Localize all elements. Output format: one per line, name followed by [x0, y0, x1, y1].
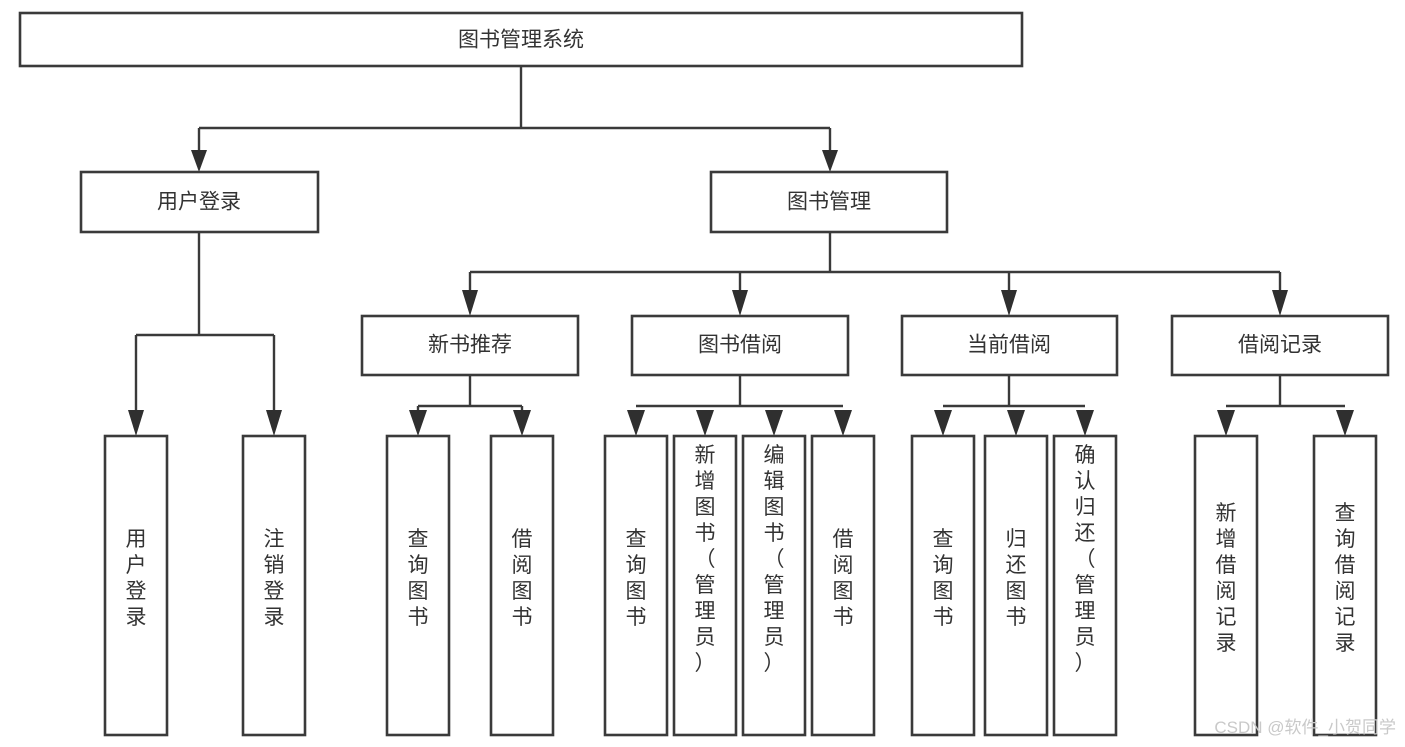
leaf-new-book-query-box[interactable]	[385, 434, 451, 737]
leaf-borrow-record-add-label: 新增借阅记录	[1216, 502, 1237, 655]
node-book-borrow[interactable]: 图书借阅	[630, 314, 850, 377]
arrow-current-borrow-leaf1	[934, 410, 952, 436]
leaf-new-book-query-label: 查询图书	[408, 528, 429, 629]
leaf-current-borrow-confirm-box[interactable]	[1052, 434, 1118, 737]
node-borrow-record-label: 借阅记录	[1238, 334, 1322, 357]
node-current-borrow[interactable]: 当前借阅	[900, 314, 1119, 377]
leaf-user-login-login-label: 用户登录	[126, 528, 147, 629]
arrow-root-to-user-login	[191, 150, 207, 172]
leaf-new-book-borrow-label: 借阅图书	[512, 528, 533, 629]
arrow-bm-to-borrow-record	[1272, 290, 1288, 316]
node-new-book-recommend[interactable]: 新书推荐	[360, 314, 580, 377]
leaf-current-borrow-query[interactable]: 查询图书	[910, 434, 976, 737]
leaf-user-login-logout-box[interactable]	[241, 434, 307, 737]
arrow-book-borrow-leaf1	[627, 410, 645, 436]
leaf-borrow-record-add-box[interactable]	[1193, 434, 1259, 737]
node-current-borrow-box[interactable]	[900, 314, 1119, 377]
leaf-book-borrow-borrow-box[interactable]	[810, 434, 876, 737]
node-borrow-record-box[interactable]	[1170, 314, 1390, 377]
node-new-book-recommend-label: 新书推荐	[428, 334, 512, 357]
arrow-book-borrow-leaf4	[834, 410, 852, 436]
arrow-user-login-leaf1	[128, 410, 144, 436]
arrow-bm-to-new-book	[462, 290, 478, 316]
node-user-login-box[interactable]	[79, 170, 320, 234]
csdn-watermark: CSDN @软件_小贺同学	[1214, 718, 1396, 737]
leaf-current-borrow-confirm[interactable]: 确认归还（管理员）	[1052, 434, 1118, 737]
arrow-bm-to-book-borrow	[732, 290, 748, 316]
leaf-book-borrow-query-label: 查询图书	[626, 528, 647, 629]
arrow-bm-to-current-borrow	[1001, 290, 1017, 316]
leaf-book-borrow-add[interactable]: 新增图书（管理员）	[672, 434, 738, 737]
arrow-book-borrow-leaf3	[765, 410, 783, 436]
leaf-current-borrow-query-label: 查询图书	[933, 528, 954, 629]
arrow-new-book-leaf1	[409, 410, 427, 436]
leaf-borrow-record-add[interactable]: 新增借阅记录	[1193, 434, 1259, 737]
arrow-current-borrow-leaf2	[1007, 410, 1025, 436]
arrow-book-borrow-leaf2	[696, 410, 714, 436]
leaf-borrow-record-query-box[interactable]	[1312, 434, 1378, 737]
leaf-borrow-record-query-label: 查询借阅记录	[1335, 502, 1356, 655]
leaf-current-borrow-query-box[interactable]	[910, 434, 976, 737]
node-user-login[interactable]: 用户登录	[79, 170, 320, 234]
leaf-book-borrow-add-box[interactable]	[672, 434, 738, 737]
leaf-current-borrow-return[interactable]: 归还图书	[983, 434, 1049, 737]
arrow-borrow-record-leaf1	[1217, 410, 1235, 436]
leaf-book-borrow-borrow[interactable]: 借阅图书	[810, 434, 876, 737]
node-book-borrow-label: 图书借阅	[698, 334, 782, 357]
leaf-current-borrow-return-box[interactable]	[983, 434, 1049, 737]
arrow-current-borrow-leaf3	[1076, 410, 1094, 436]
node-root-system[interactable]: 图书管理系统	[18, 11, 1024, 68]
node-book-borrow-box[interactable]	[630, 314, 850, 377]
node-borrow-record[interactable]: 借阅记录	[1170, 314, 1390, 377]
node-root-label: 图书管理系统	[458, 29, 584, 52]
leaf-book-borrow-add-label: 新增图书（管理员）	[695, 444, 716, 675]
node-new-book-recommend-box[interactable]	[360, 314, 580, 377]
node-user-login-label: 用户登录	[157, 191, 241, 214]
leaf-user-login-login[interactable]: 用户登录	[103, 434, 169, 737]
leaf-user-login-logout[interactable]: 注销登录	[241, 434, 307, 737]
node-book-management[interactable]: 图书管理	[709, 170, 949, 234]
connector-layer	[128, 66, 1354, 436]
leaf-new-book-borrow[interactable]: 借阅图书	[489, 434, 555, 737]
leaf-book-borrow-query[interactable]: 查询图书	[603, 434, 669, 737]
node-book-management-label: 图书管理	[787, 191, 871, 214]
node-current-borrow-label: 当前借阅	[967, 334, 1051, 357]
node-book-management-box[interactable]	[709, 170, 949, 234]
leaf-book-borrow-borrow-label: 借阅图书	[833, 528, 854, 629]
arrow-root-to-book-mgmt	[822, 150, 838, 172]
leaf-book-borrow-edit-label: 编辑图书（管理员）	[764, 444, 785, 675]
leaf-new-book-borrow-box[interactable]	[489, 434, 555, 737]
arrow-new-book-leaf2	[513, 410, 531, 436]
leaf-current-borrow-confirm-label: 确认归还（管理员）	[1075, 444, 1096, 675]
node-root-box[interactable]	[18, 11, 1024, 68]
leaf-book-borrow-query-box[interactable]	[603, 434, 669, 737]
arrow-user-login-leaf2	[266, 410, 282, 436]
leaf-current-borrow-return-label: 归还图书	[1006, 528, 1027, 629]
arrow-borrow-record-leaf2	[1336, 410, 1354, 436]
leaf-borrow-record-query[interactable]: 查询借阅记录	[1312, 434, 1378, 737]
leaf-book-borrow-edit[interactable]: 编辑图书（管理员）	[741, 434, 807, 737]
leaf-user-login-login-box[interactable]	[103, 434, 169, 737]
leaf-book-borrow-edit-box[interactable]	[741, 434, 807, 737]
leaf-new-book-query[interactable]: 查询图书	[385, 434, 451, 737]
leaf-user-login-logout-label: 注销登录	[264, 528, 285, 629]
